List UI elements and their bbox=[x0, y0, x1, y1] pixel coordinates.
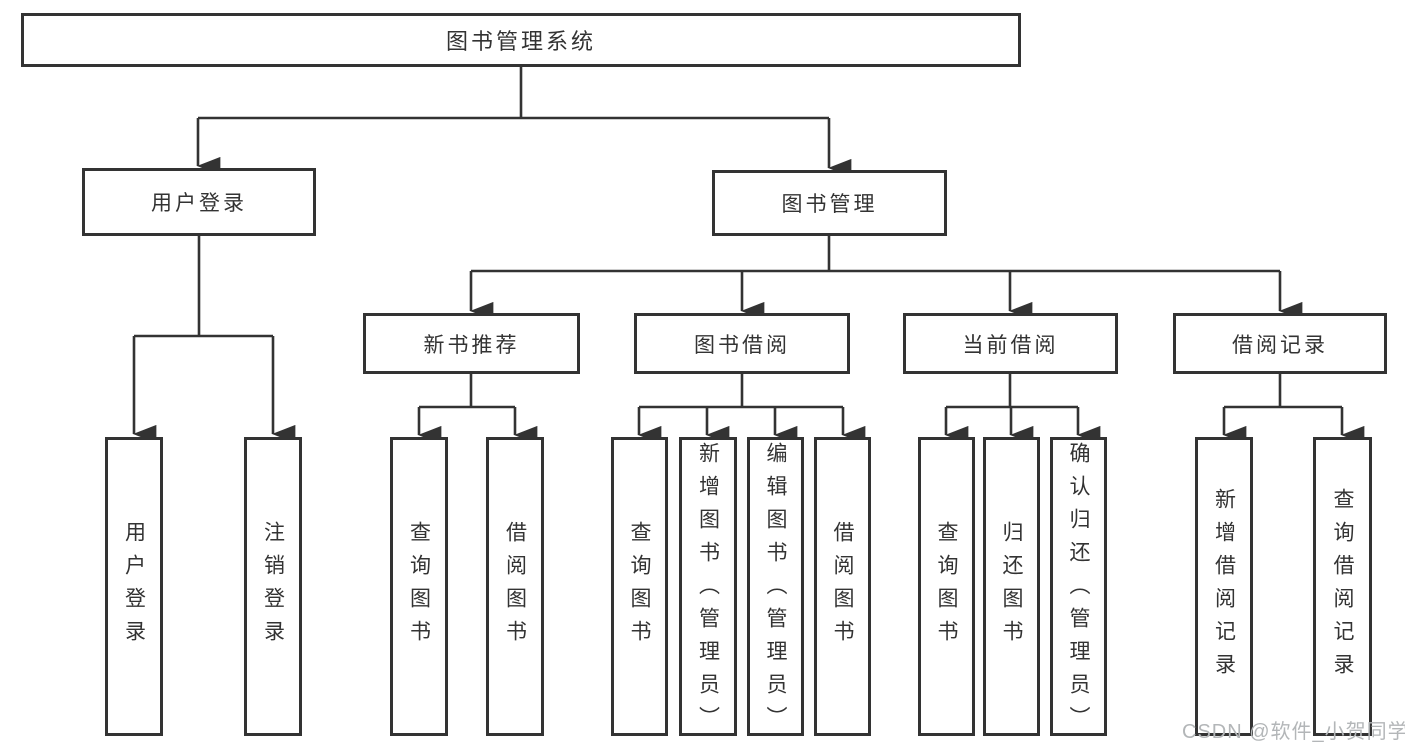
leaf-add-borrow-record-label: 新增借阅记录 bbox=[1212, 487, 1236, 686]
leaf-borrow-books-label: 借阅图书 bbox=[831, 520, 854, 653]
leaf-add-borrow-record: 新增借阅记录 bbox=[1195, 437, 1253, 736]
leaf-user-login: 用户登录 bbox=[105, 437, 163, 736]
leaf-add-books-admin: 新增图书（管理员） bbox=[679, 437, 737, 739]
leaf-confirm-return-admin-label: 确认归还（管理员） bbox=[1067, 441, 1090, 739]
leaf-add-books-admin-label: 新增图书（管理员） bbox=[696, 441, 720, 739]
leaf-edit-books-admin-label: 编辑图书（管理员） bbox=[764, 441, 787, 739]
leaf-recommend-query-books: 查询图书 bbox=[390, 437, 448, 736]
leaf-logout: 注销登录 bbox=[244, 437, 302, 736]
leaf-borrow-books: 借阅图书 bbox=[814, 437, 871, 736]
leaf-return-books-label: 归还图书 bbox=[1000, 520, 1023, 653]
leaf-confirm-return-admin: 确认归还（管理员） bbox=[1050, 437, 1107, 739]
leaf-recommend-query-books-label: 查询图书 bbox=[407, 520, 431, 653]
leaf-query-borrow-record-label: 查询借阅记录 bbox=[1331, 487, 1354, 686]
leaf-user-login-label: 用户登录 bbox=[122, 520, 146, 653]
leaf-query-borrow-record: 查询借阅记录 bbox=[1313, 437, 1372, 736]
csdn-watermark: CSDN @软件_小贺同学 bbox=[1182, 721, 1405, 743]
leaf-logout-label: 注销登录 bbox=[261, 520, 285, 653]
node-new-book-recommend: 新书推荐 bbox=[363, 313, 580, 374]
leaf-recommend-borrow-books: 借阅图书 bbox=[486, 437, 544, 736]
leaf-borrow-query-books: 查询图书 bbox=[611, 437, 668, 736]
leaf-edit-books-admin: 编辑图书（管理员） bbox=[747, 437, 804, 739]
leaf-current-query-books: 查询图书 bbox=[918, 437, 975, 736]
node-book-management: 图书管理 bbox=[712, 170, 947, 236]
node-root-system: 图书管理系统 bbox=[21, 13, 1021, 67]
leaf-return-books: 归还图书 bbox=[983, 437, 1040, 736]
leaf-borrow-query-books-label: 查询图书 bbox=[628, 520, 651, 653]
leaf-current-query-books-label: 查询图书 bbox=[935, 520, 958, 653]
node-current-borrow: 当前借阅 bbox=[903, 313, 1118, 374]
node-borrow-records: 借阅记录 bbox=[1173, 313, 1387, 374]
node-user-login: 用户登录 bbox=[82, 168, 316, 236]
leaf-recommend-borrow-books-label: 借阅图书 bbox=[503, 520, 527, 653]
node-book-borrow: 图书借阅 bbox=[634, 313, 850, 374]
